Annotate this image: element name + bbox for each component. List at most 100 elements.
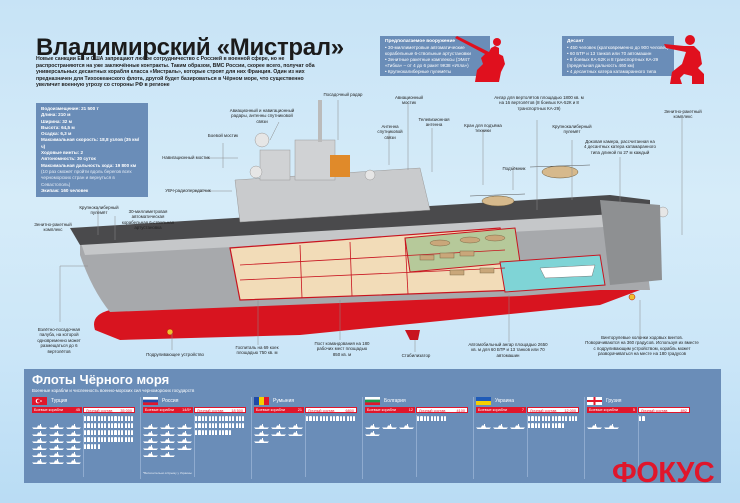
country-divider bbox=[251, 397, 252, 479]
label-aviation-bridge: Авиационный мостик bbox=[394, 95, 424, 106]
sailor-icon bbox=[127, 423, 131, 428]
sailor-icon bbox=[131, 430, 134, 435]
sailor-icon bbox=[104, 416, 107, 421]
warship-icon bbox=[32, 423, 47, 436]
sailor-icon bbox=[104, 423, 107, 428]
warship-icon bbox=[32, 444, 47, 457]
label-mg-aft: Крупнокалиберный пулемёт bbox=[552, 124, 592, 135]
vehicle-icons bbox=[419, 234, 506, 276]
personnel-label: Личный состав bbox=[86, 409, 113, 413]
flight-deck bbox=[70, 195, 650, 245]
label-hospital: Госпиталь на 69 коек площадью 750 кв. м bbox=[235, 345, 279, 356]
personnel-label: Личный состав bbox=[419, 409, 446, 413]
label-sam-aft: Зенитно-ракетный комплекс bbox=[664, 109, 702, 120]
spec-propellers: Ходовые винты: 2 bbox=[41, 150, 84, 156]
troops-item: • 60 БТР и 13 танков или 70 автомашин bbox=[567, 51, 652, 56]
warships-count-bar: Боевые корабли 21 bbox=[254, 407, 304, 413]
sailor-icon bbox=[94, 444, 97, 449]
warships-value: 45 bbox=[75, 408, 80, 412]
warship-icon bbox=[160, 430, 175, 443]
sailor-icon bbox=[87, 430, 90, 435]
warship-icon bbox=[288, 423, 303, 436]
warship-icon bbox=[66, 437, 81, 450]
country-divider bbox=[362, 397, 363, 479]
sailor-icon bbox=[90, 430, 93, 435]
sailor-icon bbox=[433, 416, 437, 421]
sailor-icon bbox=[427, 416, 430, 421]
sailor-icon bbox=[111, 437, 114, 442]
sailor-icon bbox=[114, 423, 117, 428]
label-uhf: УВЧ-радиопередатчик bbox=[165, 188, 211, 193]
sailor-icon bbox=[111, 430, 114, 435]
sailor-icon bbox=[124, 416, 127, 421]
sailor-icon bbox=[232, 423, 235, 428]
label-crane: Кран для подъёма техники bbox=[464, 123, 502, 134]
personnel-label: Личный состав bbox=[641, 409, 668, 413]
troops-title: Десант bbox=[567, 39, 584, 44]
warship-icon bbox=[254, 423, 269, 436]
divider bbox=[82, 415, 83, 477]
sailor-icon bbox=[420, 416, 423, 421]
sailor-icon bbox=[114, 416, 117, 421]
sailor-icon bbox=[87, 423, 90, 428]
warship-icon bbox=[254, 416, 269, 429]
label-radars: Авиационный и навигационный радары, анте… bbox=[229, 108, 295, 124]
warships-label: Боевые корабли bbox=[367, 408, 397, 412]
sailor-icon bbox=[222, 430, 225, 435]
sailor-icon bbox=[225, 423, 228, 428]
sailor-icon bbox=[131, 416, 134, 421]
personnel-value: 12 000 bbox=[564, 409, 576, 413]
spec-length: Длина: 210 м bbox=[41, 112, 71, 118]
sailor-icon bbox=[121, 430, 124, 435]
country-name: Болгария bbox=[384, 398, 406, 404]
flag-ukraine-icon bbox=[476, 397, 491, 405]
sailor-icon bbox=[316, 416, 319, 421]
country-divider bbox=[473, 397, 474, 479]
fleets-title: Флоты Чёрного моря bbox=[32, 372, 170, 387]
stabilizer bbox=[405, 330, 420, 340]
divider bbox=[193, 415, 194, 477]
personnel-icons bbox=[195, 416, 245, 435]
sailor-icon bbox=[201, 416, 204, 421]
warships-value: 14/5* bbox=[182, 408, 191, 412]
sailor-icon bbox=[571, 416, 575, 421]
personnel-icons bbox=[84, 416, 134, 449]
warship-icon bbox=[49, 437, 64, 450]
sailor-icon bbox=[639, 416, 642, 421]
warship-icons bbox=[143, 416, 193, 457]
armament-item: • 30-миллиметровые автоматические корабе… bbox=[385, 45, 471, 56]
sailor-icon bbox=[528, 423, 531, 428]
sailor-icon bbox=[417, 416, 420, 421]
sailor-icon bbox=[228, 416, 231, 421]
sailor-icon bbox=[100, 416, 104, 421]
sailor-icon bbox=[84, 423, 87, 428]
warship-icon bbox=[49, 430, 64, 443]
spec-range: Максимальная дальность хода: 19 800 км bbox=[41, 162, 137, 168]
sailor-icon bbox=[531, 416, 534, 421]
warship-icons bbox=[587, 416, 637, 429]
warships-count-bar: Боевые корабли 12 bbox=[365, 407, 415, 413]
warships-value: 5 bbox=[632, 408, 635, 412]
sailor-icon bbox=[205, 416, 208, 421]
sailor-icon bbox=[117, 416, 120, 421]
label-hangar: Ангар для вертолётов площадью 1800 кв. м… bbox=[494, 95, 584, 111]
sailor-icon bbox=[211, 430, 215, 435]
spec-speed: Максимальная скорость: 18,8 узлов (35 км… bbox=[41, 137, 140, 149]
warship-icon bbox=[604, 416, 619, 429]
flag-russia-icon bbox=[143, 397, 158, 405]
sailor-icon bbox=[104, 430, 107, 435]
sailor-icon bbox=[131, 423, 134, 428]
sailor-icon bbox=[198, 423, 201, 428]
sailor-icon bbox=[326, 416, 329, 421]
warships-label: Боевые корабли bbox=[256, 408, 286, 412]
sailor-icon bbox=[548, 416, 551, 421]
warships-value: 12 bbox=[408, 408, 413, 412]
sailor-icon bbox=[232, 416, 235, 421]
warship-icon bbox=[143, 416, 158, 429]
warships-value: 21 bbox=[297, 408, 302, 412]
sailor-icon bbox=[544, 423, 548, 428]
warship-icon bbox=[32, 437, 47, 450]
warship-icon bbox=[587, 416, 602, 429]
